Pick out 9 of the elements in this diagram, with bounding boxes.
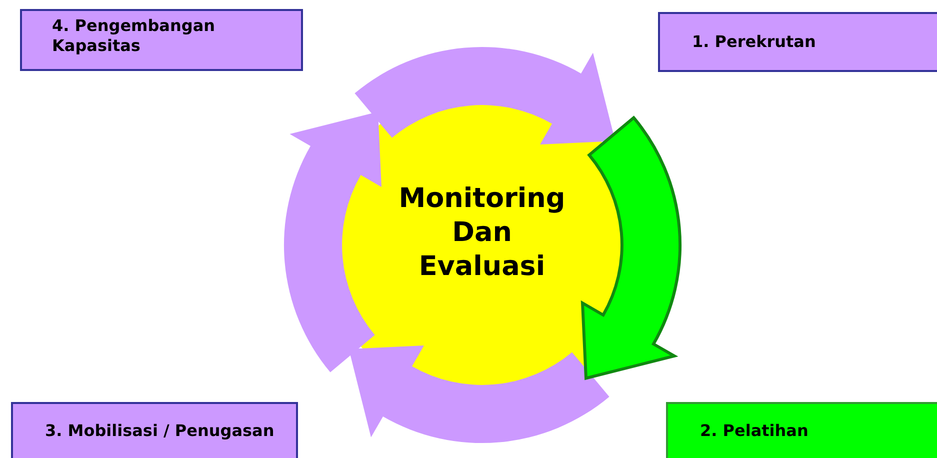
step-label: 3. Mobilisasi / Penugasan: [44, 420, 274, 442]
step-box: [658, 12, 937, 72]
step-label: 4. Pengembangan Kapasitas: [51, 15, 216, 56]
step-box: [666, 402, 937, 458]
step-label: 1. Perekrutan: [691, 31, 816, 53]
step-label: Monitoring Dan Evaluasi: [398, 182, 566, 284]
step-box: [20, 9, 303, 71]
step-label: 2. Pelatihan: [699, 420, 808, 442]
step-box: [11, 402, 298, 458]
